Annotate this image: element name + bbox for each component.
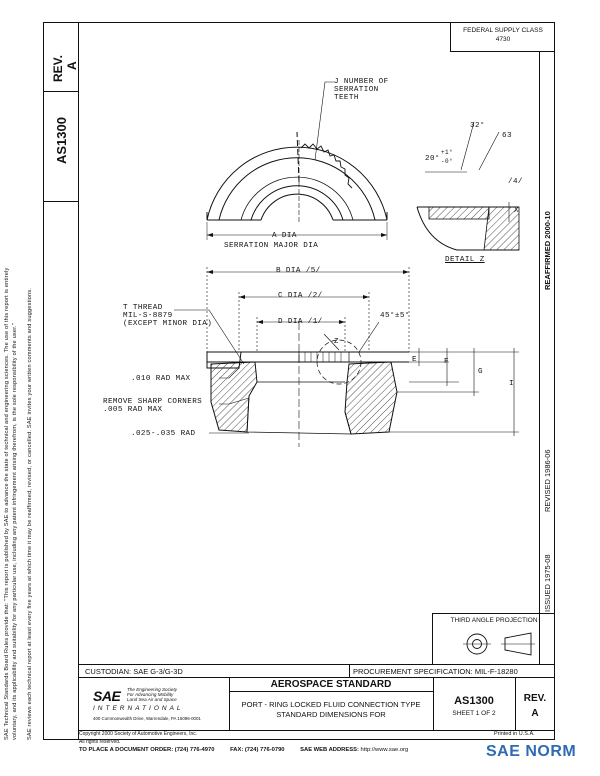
web-url[interactable]: http://www.sae.org bbox=[360, 747, 409, 753]
doc-number: AS1300 bbox=[54, 117, 69, 164]
section-dimensions bbox=[174, 267, 519, 436]
angle-45-label: 45°±5° bbox=[380, 312, 410, 320]
procurement-spec: PROCUREMENT SPECIFICATION: MIL-F-18280 bbox=[353, 667, 518, 676]
f-label: F bbox=[444, 358, 449, 366]
detail-z bbox=[416, 121, 520, 251]
z-label: Z bbox=[334, 338, 339, 346]
web-label: SAE WEB ADDRESS: bbox=[300, 747, 359, 753]
angle-20-tol-plus: +1° bbox=[441, 149, 454, 156]
i-label: I bbox=[509, 380, 514, 388]
rev-value: A bbox=[65, 61, 79, 70]
order-label: TO PLACE A DOCUMENT ORDER: bbox=[79, 747, 174, 753]
angle-20-label: 20° bbox=[425, 155, 440, 163]
custodian: CUSTODIAN: SAE G-3/G-3D bbox=[85, 667, 183, 676]
disclaimer-3: SAE reviews each technical report at lea… bbox=[27, 287, 33, 740]
as-number: AS1300 bbox=[454, 695, 494, 707]
as-number-cell: AS1300 SHEET 1 OF 2 bbox=[433, 678, 516, 730]
printed: Printed in U.S.A. bbox=[494, 731, 535, 737]
serration-major-label: SERRATION MAJOR DIA bbox=[224, 242, 319, 250]
revised-date: REVISED 1986-06 bbox=[543, 449, 552, 512]
rev-block-value: A bbox=[531, 708, 539, 719]
section-view bbox=[206, 322, 409, 447]
reaffirmed-date: REAFFIRMED 2000-10 bbox=[543, 211, 552, 290]
serration-teeth bbox=[300, 143, 353, 189]
technical-drawing bbox=[174, 81, 520, 447]
rev-cell: REV. A bbox=[515, 678, 555, 730]
order-line: TO PLACE A DOCUMENT ORDER: (724) 776-497… bbox=[79, 747, 408, 753]
a-dia-label: A DIA bbox=[272, 232, 297, 240]
sae-logo-block: SAE The Engineering Society For Advancin… bbox=[79, 678, 230, 730]
x-label: X bbox=[514, 207, 519, 215]
note-4-label: /4/ bbox=[508, 178, 523, 186]
date-column: REAFFIRMED 2000-10 REVISED 1986-06 ISSUE… bbox=[539, 52, 555, 664]
e-label: E bbox=[412, 356, 417, 364]
third-angle-projection: THIRD ANGLE PROJECTION bbox=[432, 613, 555, 664]
projection-symbol bbox=[463, 632, 535, 656]
sae-logo: SAE bbox=[93, 688, 121, 704]
sae-international: INTERNATIONAL bbox=[93, 705, 184, 712]
copyright: Copyright 2000 Society of Automotive Eng… bbox=[79, 731, 198, 737]
doc-subtitle: PORT - RING LOCKED FLUID CONNECTION TYPE… bbox=[241, 700, 421, 719]
rights: All rights reserved. bbox=[79, 739, 121, 745]
title-block: SAE The Engineering Society For Advancin… bbox=[79, 678, 555, 740]
rev-box: REV. A bbox=[43, 22, 79, 92]
disclaimer-1: SAE Technical Standards Board Rules prov… bbox=[4, 267, 10, 741]
document-frame bbox=[43, 22, 555, 740]
top-view bbox=[206, 131, 388, 221]
issued-date: ISSUED 1975-08 bbox=[543, 554, 552, 612]
fax: FAX: (724) 776-0790 bbox=[230, 747, 285, 753]
rev-block-label: REV. bbox=[523, 693, 547, 704]
federal-supply-class: FEDERAL SUPPLY CLASS 4730 bbox=[450, 22, 555, 52]
left-column bbox=[43, 22, 79, 740]
fsc-value: 4730 bbox=[495, 36, 511, 43]
value-63-label: 63 bbox=[502, 132, 512, 140]
sae-tagline: The Engineering Society For Advancing Mo… bbox=[127, 687, 178, 702]
c-dia-label: C DIA /2/ bbox=[278, 292, 323, 300]
watermark-text: SAE NORM bbox=[486, 743, 577, 760]
rev-label: REV. bbox=[51, 55, 65, 82]
d-dia-label: D DIA /1/ bbox=[278, 318, 323, 326]
disclaimer-2: voluntary, and its applicability and sui… bbox=[12, 323, 18, 740]
angle-20-tol-minus: -0° bbox=[441, 158, 454, 165]
doc-title: AEROSPACE STANDARD bbox=[229, 678, 433, 692]
sae-address: 400 Commonwealth Drive, Warrendale, PA 1… bbox=[93, 716, 201, 721]
rad-010-label: .010 RAD MAX bbox=[131, 375, 191, 383]
arrowheads bbox=[207, 270, 409, 324]
g-label: G bbox=[478, 368, 483, 376]
title-block-divider bbox=[79, 730, 555, 731]
third-angle-label: THIRD ANGLE PROJECTION bbox=[450, 617, 538, 624]
custodian-divider bbox=[349, 665, 350, 677]
remove-corners-label: REMOVE SHARP CORNERS.005 RAD MAX bbox=[103, 398, 203, 414]
angle-32-label: 32° bbox=[470, 122, 485, 130]
watermark-logo: SAE NORM bbox=[486, 743, 596, 771]
custodian-row: CUSTODIAN: SAE G-3/G-3D PROCUREMENT SPEC… bbox=[79, 664, 555, 678]
doc-number-box: AS1300 bbox=[43, 92, 79, 202]
sheet: SHEET 1 OF 2 bbox=[452, 710, 496, 717]
fsc-label: FEDERAL SUPPLY CLASS bbox=[463, 27, 543, 34]
b-dia-label: B DIA /5/ bbox=[276, 267, 321, 275]
order-phone: (724) 776-4970 bbox=[174, 747, 215, 753]
rad-025-label: .025-.035 RAD bbox=[131, 430, 196, 438]
title-cell: AEROSPACE STANDARD PORT - RING LOCKED FL… bbox=[229, 678, 434, 730]
detail-z-label: DETAIL Z bbox=[445, 256, 485, 264]
